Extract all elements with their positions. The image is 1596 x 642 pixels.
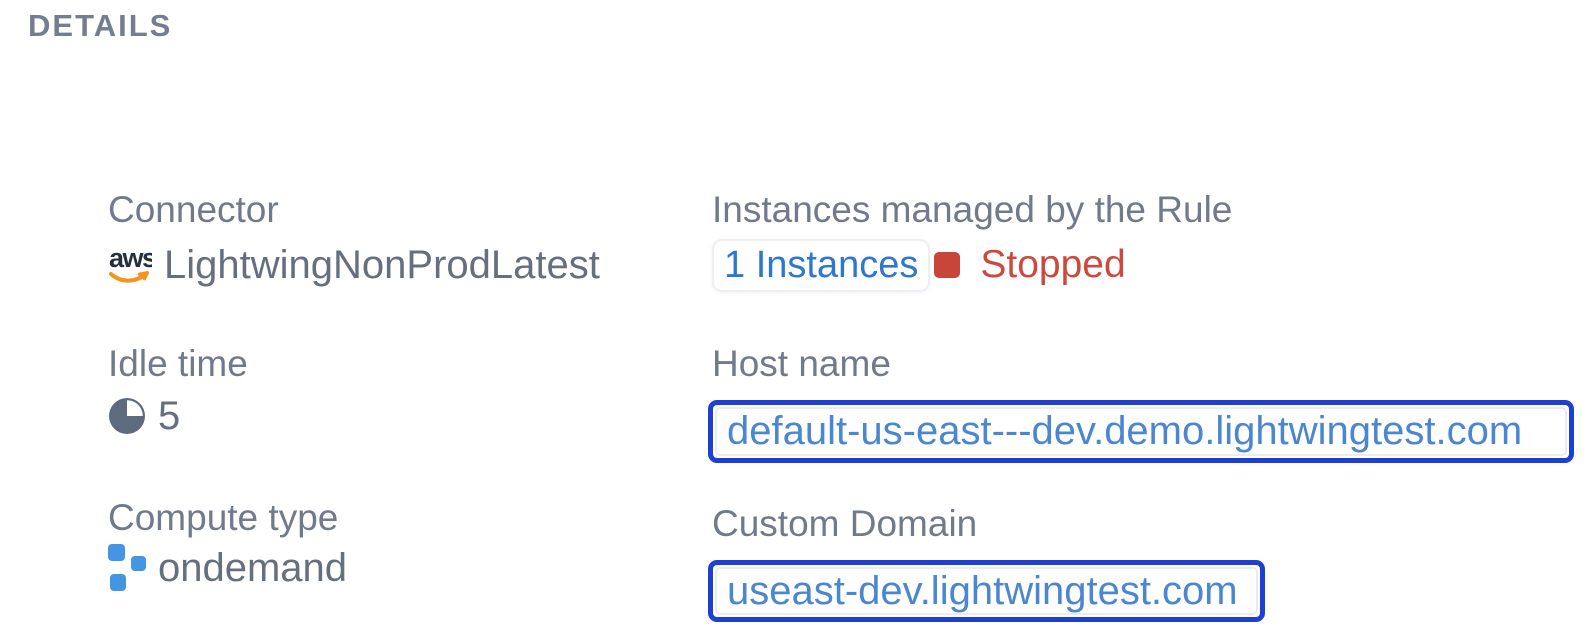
- idle-time-label: Idle time: [108, 343, 248, 384]
- instances-count-link[interactable]: 1 Instances: [712, 238, 931, 292]
- connector-label: Connector: [108, 189, 279, 230]
- compute-type-label: Compute type: [108, 497, 339, 538]
- custom-domain-label: Custom Domain: [712, 503, 978, 544]
- aws-icon: aws: [108, 240, 152, 290]
- svg-text:aws: aws: [109, 243, 152, 273]
- idle-time-value-row: 5: [108, 394, 180, 438]
- custom-domain-inner: useast-dev.lightwingtest.com: [715, 567, 1258, 615]
- instances-managed-label: Instances managed by the Rule: [712, 189, 1233, 230]
- idle-time-value: 5: [158, 393, 181, 438]
- custom-domain-field[interactable]: useast-dev.lightwingtest.com: [708, 560, 1265, 622]
- host-name-inner: default-us-east---dev.demo.lightwingtest…: [715, 407, 1567, 456]
- connector-name: LightwingNonProdLatest: [164, 242, 600, 287]
- stopped-status-text: Stopped: [980, 243, 1126, 286]
- stopped-status-icon: [934, 252, 961, 278]
- panel-title: DETAILS: [28, 8, 173, 43]
- instances-count-text: 1 Instances: [724, 243, 919, 286]
- host-name-value: default-us-east---dev.demo.lightwingtest…: [727, 409, 1523, 453]
- connector-value-row: aws LightwingNonProdLatest: [108, 238, 600, 292]
- host-name-label: Host name: [712, 343, 891, 384]
- instances-status-row: 1 Instances Stopped: [712, 238, 1126, 292]
- compute-type-value-row: ondemand: [108, 540, 347, 596]
- compute-type-icon: [108, 544, 146, 592]
- idle-time-icon: [108, 397, 146, 435]
- custom-domain-value: useast-dev.lightwingtest.com: [727, 568, 1238, 613]
- compute-type-value: ondemand: [158, 545, 348, 590]
- host-name-field[interactable]: default-us-east---dev.demo.lightwingtest…: [708, 400, 1574, 463]
